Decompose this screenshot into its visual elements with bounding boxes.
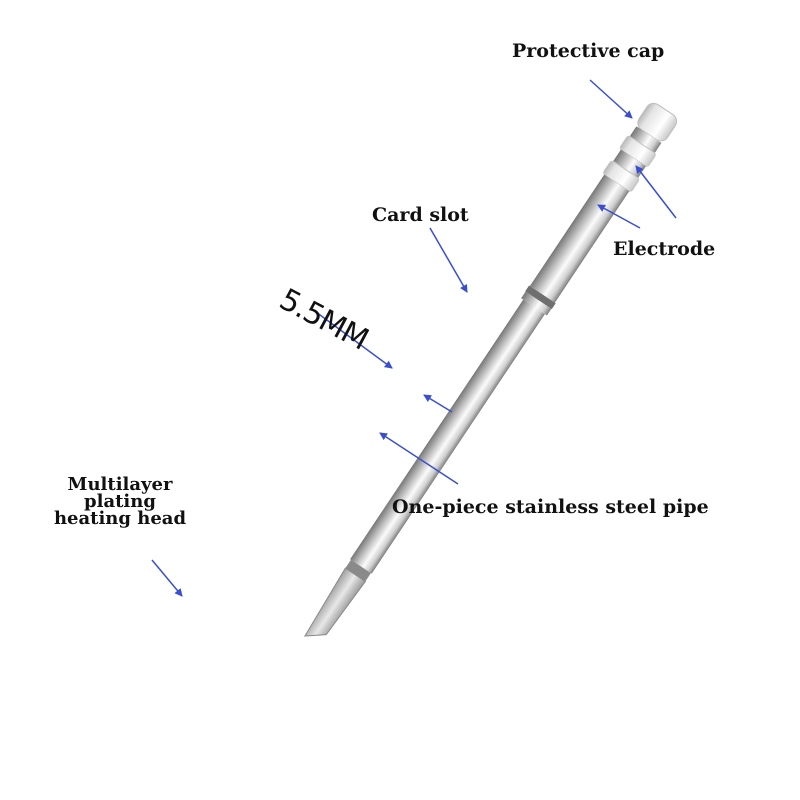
heating-head-label-line: Multilayer: [67, 474, 173, 495]
heating-head-label-line: heating head: [53, 508, 187, 529]
diameter-pointer-arrow: [315, 311, 393, 369]
pipe-pointer-arrow: [379, 432, 459, 485]
electrode-band: [629, 126, 662, 153]
cap-pointer-arrow: [589, 79, 633, 119]
tip-collar: [345, 559, 371, 582]
card-slot-groove: [525, 285, 556, 310]
heating-head-label-line: plating: [84, 491, 156, 512]
heating-head-blade: [303, 567, 367, 637]
pipe-label: One-piece stainless steel pipe: [392, 496, 709, 518]
diameter-pointer-arrow: [423, 394, 453, 413]
electrode-pointer-arrow: [635, 165, 677, 219]
electrode-label: Electrode: [613, 238, 716, 260]
protective-cap-shape: [637, 102, 678, 142]
insulator-ring: [619, 135, 656, 167]
card-slot-ring: [521, 291, 552, 316]
card-slot-pointer-arrow: [429, 227, 468, 293]
card-slot-label: Card slot: [372, 204, 469, 226]
heating-head-label: Multilayer plating heating head: [40, 474, 200, 529]
stainless-pipe: [350, 299, 545, 574]
protective-cap-label: Protective cap: [512, 40, 665, 62]
insulator-ring: [603, 160, 640, 192]
electrode-pointer-arrow: [597, 204, 641, 229]
heating-head-pointer-arrow: [151, 559, 183, 597]
